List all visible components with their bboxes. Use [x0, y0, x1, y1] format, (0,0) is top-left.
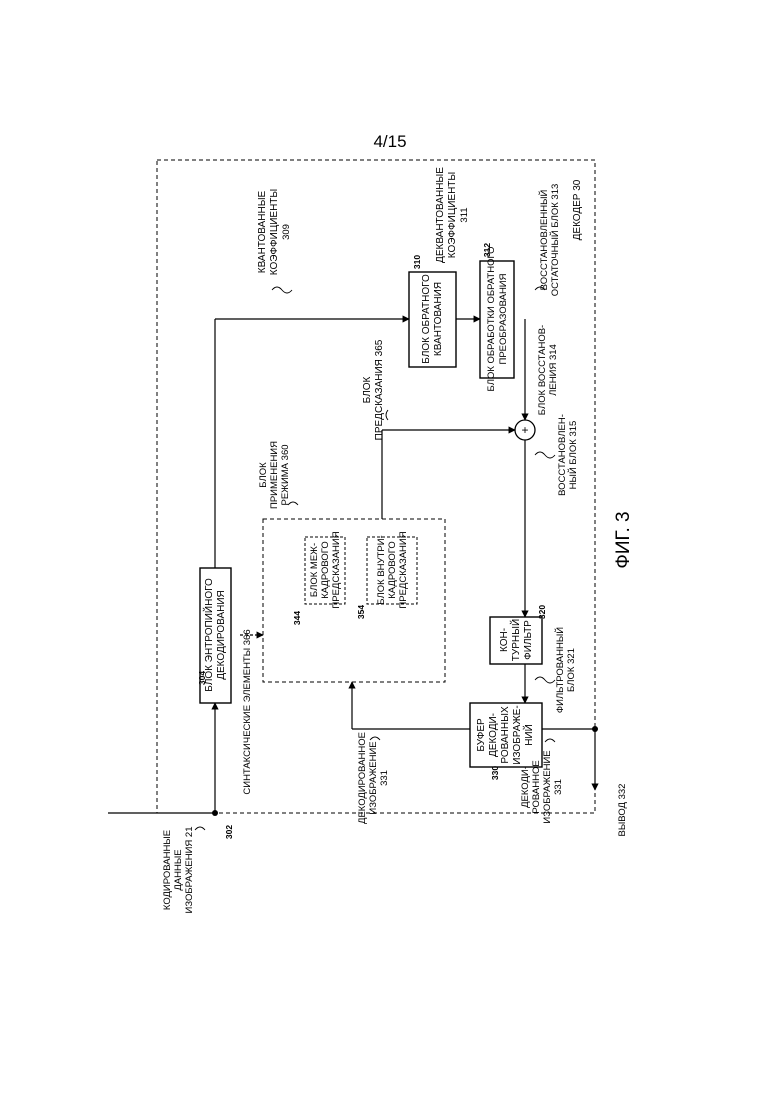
entropy-ref: 304	[197, 671, 207, 685]
reconstruction-label-1: БЛОК ВОССТАНОВ-	[537, 325, 548, 415]
inverse-quant-ref: 310	[412, 255, 422, 269]
quantized-label-3: 309	[281, 224, 292, 240]
inverse-quant-label-1: БЛОК ОБРАТНОГО	[421, 274, 432, 364]
decoded-right-label-2: РОВАННОЕ	[531, 760, 542, 813]
decoded-left-label-3: 331	[379, 770, 390, 786]
syntax-elements-label: СИНТАКСИЧЕСКИЕ ЭЛЕМЕНТЫ 366	[242, 629, 253, 794]
decoded-right-label-1: ДЕКОДИ-	[520, 766, 531, 808]
leader-prediction	[386, 410, 388, 420]
leader-reconstructed	[535, 452, 555, 458]
intra-label-3: ПРЕДСКАЗАНИЯ	[398, 531, 409, 608]
dequantized-label-3: 311	[459, 207, 470, 222]
leader-decoded-right	[545, 739, 555, 742]
reconstructed-label-1: ВОССТАНОВЛЕН-	[557, 414, 568, 496]
quantized-label-1: КВАНТОВАННЫЕ	[257, 190, 268, 273]
input-ref: 302	[224, 825, 234, 839]
reconstructed-label-2: НЫЙ БЛОК 315	[567, 421, 579, 490]
decoder-label: ДЕКОДЕР 30	[572, 179, 583, 240]
intra-label-1: БЛОК ВНУТРИ-	[376, 535, 387, 604]
inverse-transform-ref: 312	[482, 243, 492, 257]
inter-label-3: ПРЕДСКАЗАНИЯ	[331, 531, 342, 608]
inverse-transform-label-1: БЛОК ОБРАБОТКИ ОБРАТНОГО	[486, 247, 497, 392]
intra-ref: 354	[356, 605, 366, 619]
loop-filter-ref: 320	[537, 605, 547, 619]
intra-label-2: КАДРОВОГО	[387, 541, 398, 599]
prediction-label-2: ПРЕДСКАЗАНИЯ 365	[374, 339, 385, 440]
filtered-label-2: БЛОК 321	[566, 648, 577, 692]
inter-ref: 344	[292, 611, 302, 625]
leader-filtered	[535, 677, 555, 683]
quantized-label-2: КОЭФФИЦИЕНТЫ	[269, 189, 280, 276]
dequantized-label-1: ДЕКВАНТОВАННЫЕ	[435, 167, 446, 263]
filtered-label-1: ФИЛЬТРОВАННЫЙ	[554, 627, 566, 713]
mode-application-block	[263, 519, 445, 682]
adder-symbol: +	[521, 423, 528, 437]
loop-filter-label-3: ФИЛЬТР	[523, 620, 534, 660]
mode-label-2: ПРИМЕНЕНИЯ	[269, 441, 280, 509]
dpb-label-3: РОВАННЫХ	[500, 706, 511, 764]
decoded-left-label-1: ДЕКОДИРОВАННОЕ	[357, 732, 368, 824]
mode-label-3: РЕЖИМА 360	[280, 444, 291, 505]
input-label-3: ИЗОБРАЖЕНИЯ 21	[184, 827, 195, 914]
leader-input	[195, 827, 205, 830]
inverse-quant-label-2: КВАНТОВАНИЯ	[433, 282, 444, 356]
dequantized-label-2: КОЭФФИЦИЕНТЫ	[447, 172, 458, 259]
decoded-left-label-2: ИЗОБРАЖЕНИЕ	[368, 741, 379, 814]
entropy-label-2: ДЕКОДИРОВАНИЯ	[216, 590, 227, 680]
dpb-label-4: ИЗОБРАЖЕ-	[512, 705, 523, 764]
leader-quantized	[272, 287, 292, 293]
output-junction	[592, 726, 598, 732]
output-label: ВЫВОД 332	[617, 784, 628, 837]
loop-filter-label-1: КОН-	[499, 628, 510, 652]
residual-label-1: ВОССТАНОВЛЕННЫЙ	[538, 190, 550, 291]
inter-label-1: БЛОК МЕЖ-	[309, 543, 320, 597]
reconstruction-label-2: ЛЕНИЯ 314	[548, 344, 559, 396]
inter-label-2: КАДРОВОГО	[320, 541, 331, 599]
dpb-label-5: НИЙ	[522, 724, 535, 746]
input-label-1: КОДИРОВАННЫЕ	[162, 830, 173, 910]
loop-filter-label-2: ТУРНЫЙ	[509, 619, 522, 661]
residual-label-2: ОСТАТОЧНЫЙ БЛОК 313	[549, 184, 561, 297]
mode-label-1: БЛОК	[258, 462, 269, 488]
leader-decoded-left	[370, 737, 380, 740]
prediction-label-1: БЛОК	[362, 376, 373, 403]
decoded-right-label-4: 331	[553, 779, 564, 795]
dpb-label-1: БУФЕР	[476, 718, 487, 752]
dpb-label-2: ДЕКОДИ-	[488, 713, 499, 757]
figure-label: ФИГ. 3	[613, 511, 634, 568]
decoded-right-label-3: ИЗОБРАЖЕНИЕ	[542, 750, 553, 823]
dpb-ref: 330	[490, 766, 500, 780]
input-junction	[212, 810, 218, 816]
inverse-transform-label-2: ПРЕОБРАЗОВАНИЯ	[498, 273, 509, 364]
input-label-2: ДАННЫЕ	[173, 849, 184, 890]
